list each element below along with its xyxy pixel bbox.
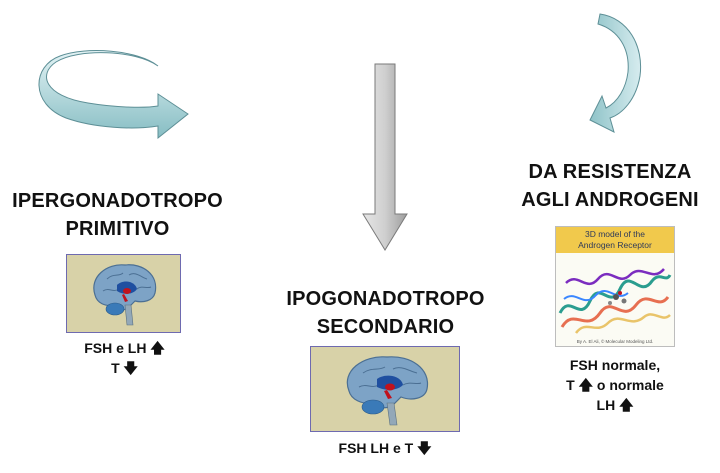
right-caption-lh: LH <box>596 397 616 413</box>
center-brain-image <box>310 346 460 432</box>
center-caption-hormones: FSH LH e T <box>338 440 414 456</box>
left-caption: FSH e LH 🡅 T 🡇 <box>62 338 187 378</box>
receptor-figure-credit: By A. El Ali, © Molecular Modeling Ltd. <box>576 339 654 344</box>
down-arrow-icon: 🡇 <box>123 360 138 376</box>
right-caption-line3: LH 🡅 <box>545 395 685 415</box>
receptor-figure-title-line1: 3D model of the <box>584 229 645 239</box>
right-caption-testosterone: T <box>566 377 575 393</box>
left-title-line2: PRIMITIVO <box>65 218 170 240</box>
right-cycle-arrow-icon <box>589 13 642 133</box>
center-caption-line1: FSH LH e T 🡇 <box>320 438 450 458</box>
up-arrow-icon: 🡅 <box>578 377 594 393</box>
left-caption-testosterone: T <box>111 360 120 376</box>
center-down-arrow-icon <box>362 63 408 251</box>
right-caption-line2: T 🡅 o normale <box>545 375 685 395</box>
protein-ribbon-illustration <box>558 268 672 334</box>
receptor-figure-title: 3D model of the Androgen Receptor <box>556 227 674 253</box>
center-title: IPOGONADOTROPO SECONDARIO <box>268 285 503 341</box>
right-title-line2: AGLI ANDROGENI <box>521 189 699 211</box>
up-arrow-icon: 🡅 <box>150 340 165 356</box>
center-title-line2: SECONDARIO <box>316 316 455 338</box>
androgen-receptor-image: 3D model of the Androgen Receptor By A. … <box>555 226 675 347</box>
right-caption-line1: FSH normale, <box>569 357 661 373</box>
left-caption-line1: FSH e LH 🡅 <box>62 338 187 358</box>
up-arrow-icon: 🡅 <box>619 397 634 413</box>
center-title-line1: IPOGONADOTROPO <box>286 288 485 310</box>
brain-illustration <box>346 356 429 426</box>
brain-illustration <box>93 264 157 326</box>
right-caption: FSH normale, T 🡅 o normale LH 🡅 <box>545 355 685 415</box>
left-title-line1: IPERGONADOTROPO <box>12 190 223 212</box>
down-arrow-icon: 🡇 <box>417 440 432 456</box>
left-cycle-arrow-icon <box>38 50 189 140</box>
left-title: IPERGONADOTROPO PRIMITIVO <box>0 187 235 243</box>
right-title: DA RESISTENZA AGLI ANDROGENI <box>500 158 720 214</box>
left-brain-image <box>66 254 181 333</box>
right-caption-normal: o normale <box>596 377 664 393</box>
receptor-figure-title-line2: Androgen Receptor <box>578 240 652 250</box>
right-title-line1: DA RESISTENZA <box>528 161 692 183</box>
left-caption-hormones: FSH e LH <box>84 340 147 356</box>
left-caption-line2: T 🡇 <box>62 358 187 378</box>
center-caption: FSH LH e T 🡇 <box>320 438 450 458</box>
